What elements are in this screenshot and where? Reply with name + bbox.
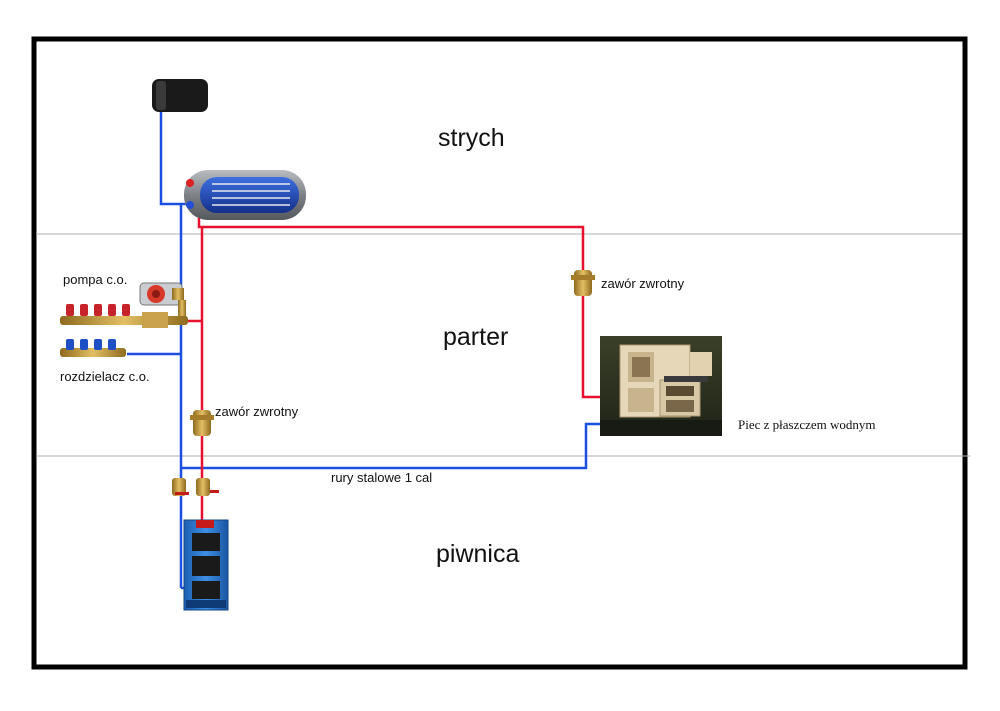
pump-label: pompa c.o. — [63, 272, 128, 287]
manifold-label: rozdzielacz c.o. — [60, 369, 150, 384]
return-pipe-stove — [181, 422, 600, 470]
return-pipes — [127, 112, 600, 590]
check-valve-right — [571, 270, 595, 296]
manifold-return — [60, 339, 126, 357]
shutoff-valves — [172, 478, 219, 496]
pipes-label: rury stalowe 1 cal — [331, 470, 433, 485]
check-valve-left — [190, 410, 214, 436]
manifold-supply — [60, 304, 188, 328]
supply-pipe-tank-loop — [197, 212, 600, 399]
stove — [600, 336, 722, 436]
check-valve-left-label: zawór zwrotny — [215, 404, 299, 419]
boiler — [183, 519, 229, 611]
outer-frame — [31, 36, 968, 670]
stove-label: Piec z płaszczem wodnym — [738, 417, 876, 432]
pump-assembly — [139, 282, 186, 324]
floor-label-ground: parter — [443, 323, 509, 351]
return-pipe-expansion — [159, 112, 186, 206]
supply-pipes — [186, 212, 600, 520]
floor-label-attic: strych — [438, 124, 505, 152]
expansion-tank — [152, 79, 208, 112]
check-valve-right-label: zawór zwrotny — [601, 276, 685, 291]
hot-water-tank — [184, 170, 306, 220]
floor-label-basement: piwnica — [436, 540, 520, 568]
